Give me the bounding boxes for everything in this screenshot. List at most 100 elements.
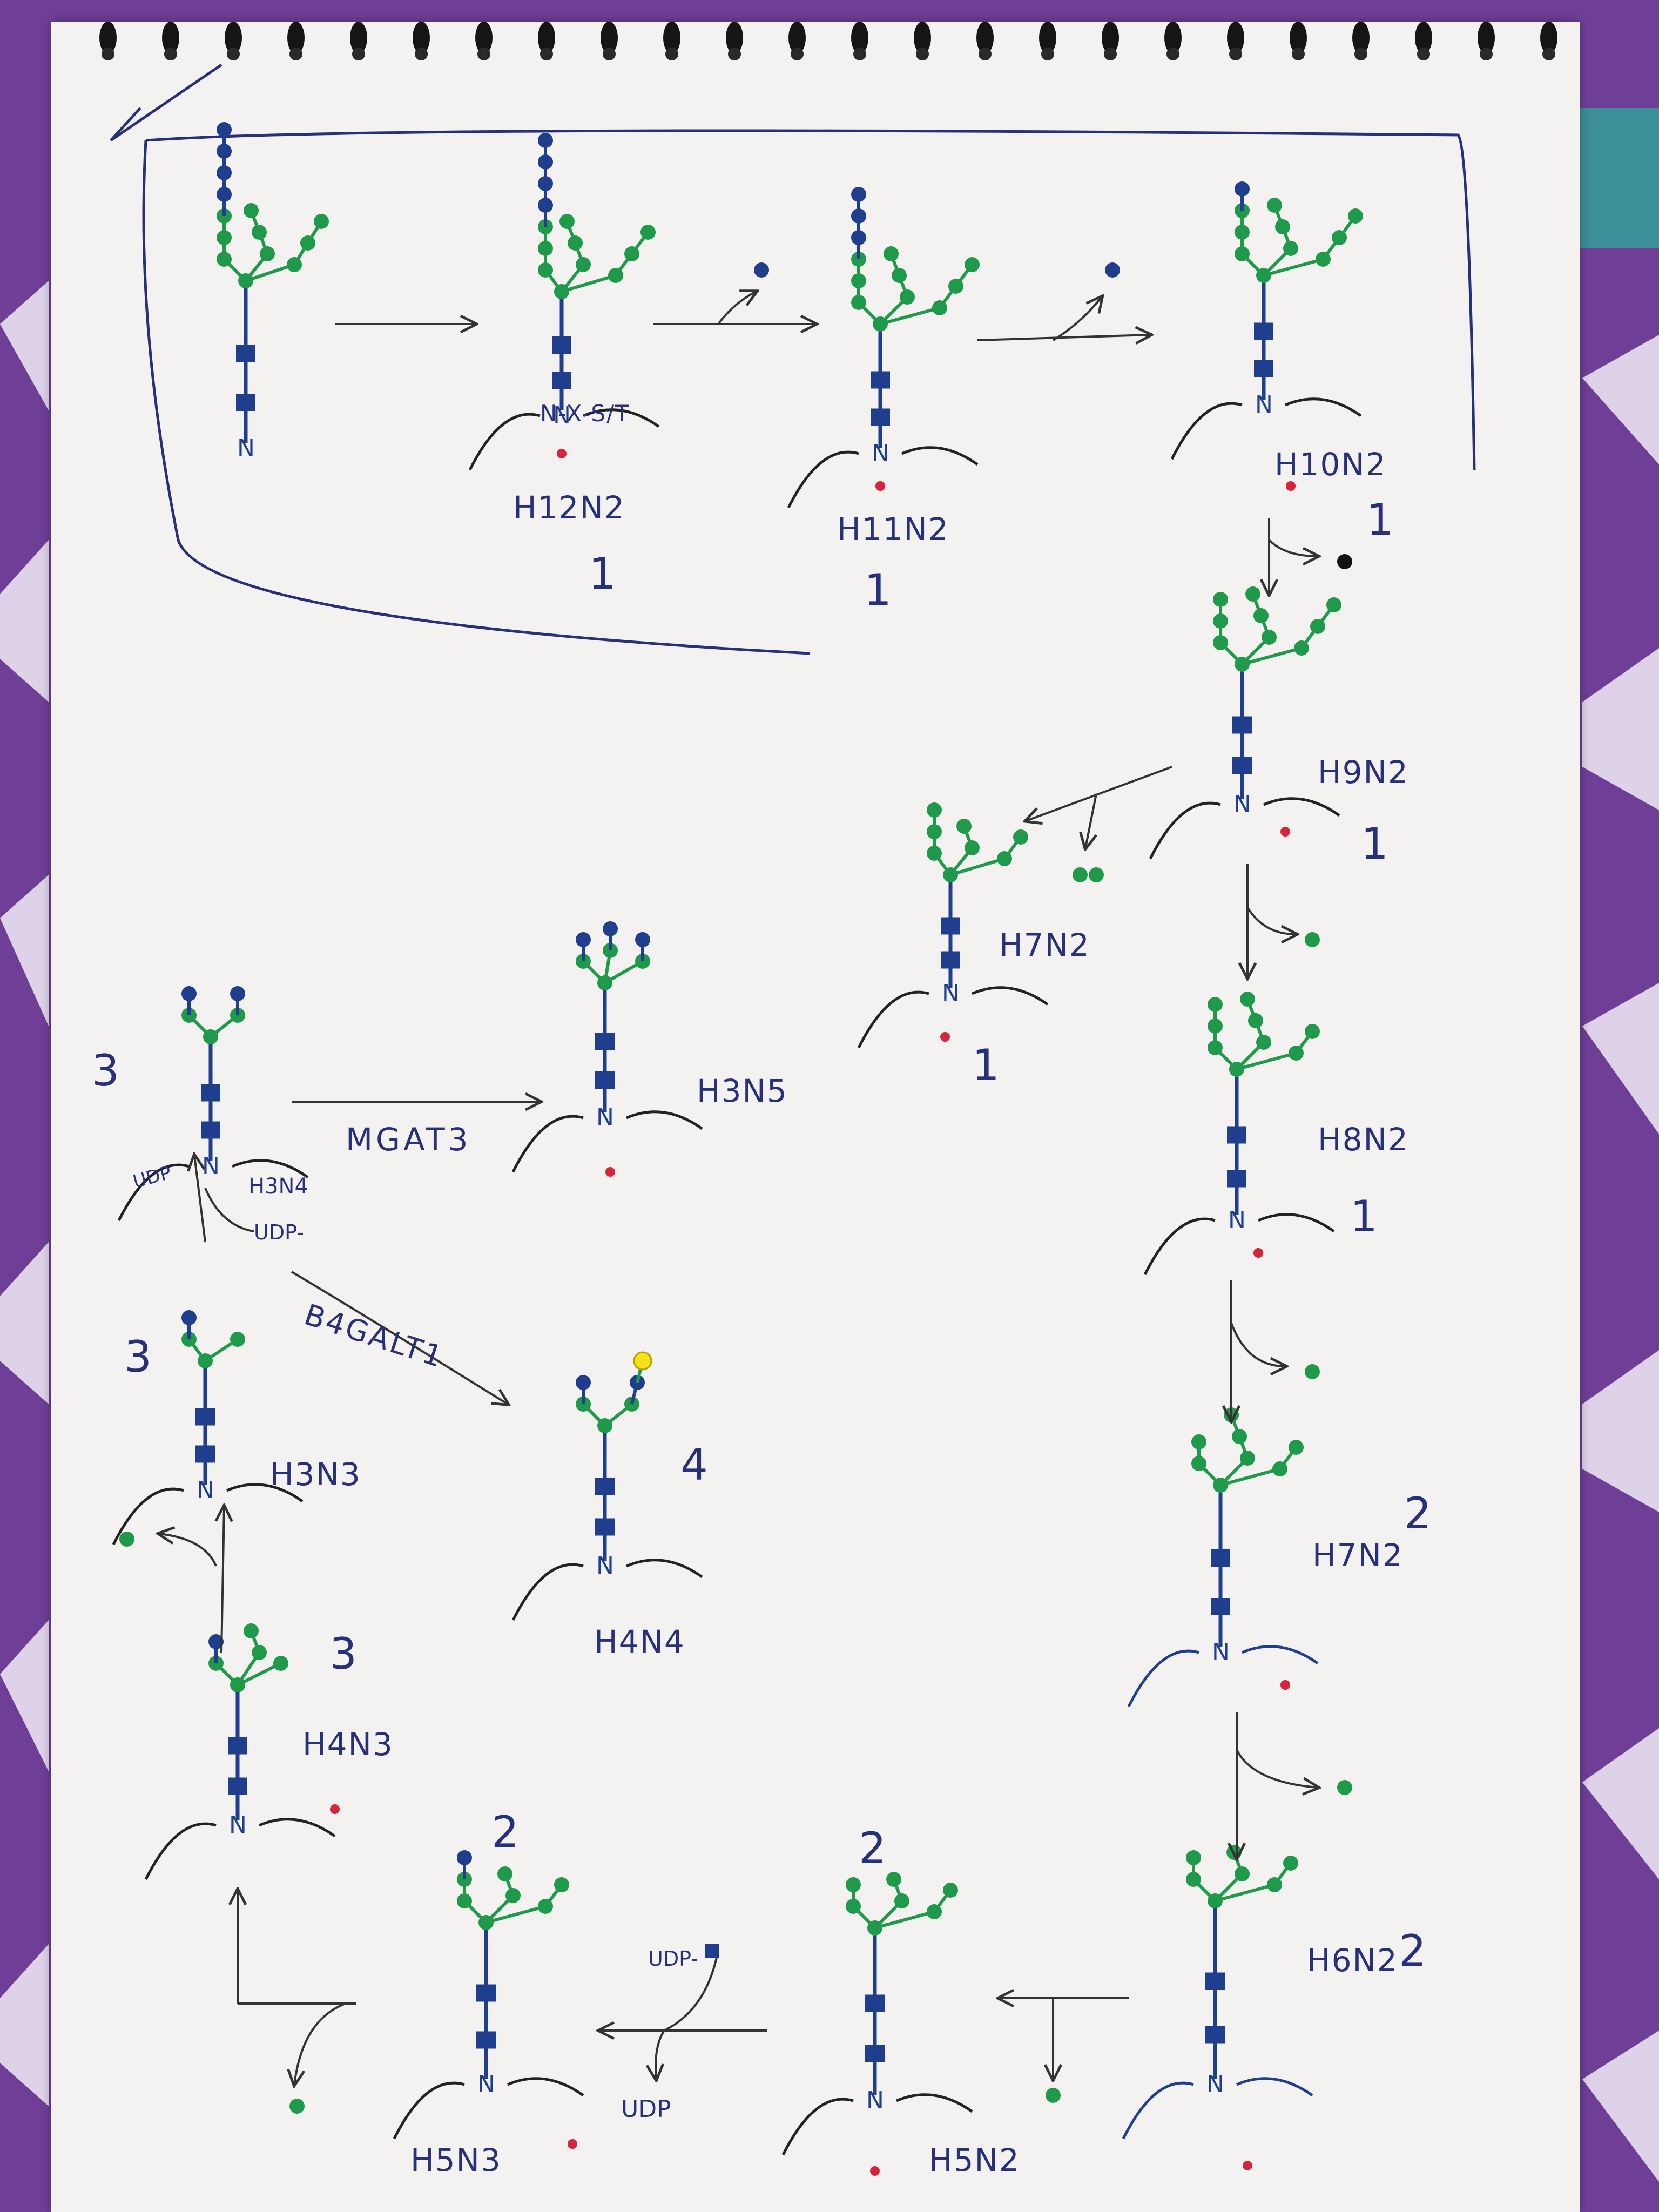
- released-monosaccharide: [1046, 2088, 1061, 2103]
- reducing-end-dot: [330, 1804, 340, 1814]
- glycan-h8n2: N: [1143, 992, 1335, 1276]
- stage-h4n3: 3: [329, 1629, 357, 1679]
- arrow-udp-curve: [204, 1188, 254, 1232]
- spiral-ring: [350, 22, 367, 54]
- released-monosaccharide: [119, 1532, 134, 1547]
- svg-text:N: N: [1255, 391, 1273, 419]
- spiral-ring: [1478, 22, 1495, 54]
- spiral-ring: [726, 22, 743, 54]
- spiral-hole: [1292, 48, 1305, 60]
- glycan-h6n2: N: [1122, 1845, 1313, 2140]
- stage-h9: 1: [1361, 819, 1388, 869]
- udp-glcnac-square: [705, 1944, 719, 1958]
- spiral-ring: [851, 22, 868, 54]
- stage-h4n4: 4: [680, 1440, 708, 1490]
- arrow-h8-h7-release: [1230, 1323, 1285, 1366]
- reducing-end-dot: [940, 1032, 950, 1042]
- spiral-ring: [1164, 22, 1182, 54]
- spiral-hole: [1354, 48, 1367, 60]
- label-h4n4: H4N4: [594, 1623, 685, 1660]
- arrow-h12-h11-release: [717, 292, 756, 325]
- released-monosaccharide: [289, 2099, 305, 2114]
- glycan-h5n2: N: [781, 1872, 973, 2156]
- stage-h11: 1: [864, 565, 892, 615]
- donor-udp-glcnac-in: UDP-: [648, 1947, 698, 1971]
- spiral-hole: [352, 48, 365, 60]
- label-sequon: N-X-S/T: [540, 400, 630, 427]
- spiral-ring: [1227, 22, 1244, 54]
- donor-udp-small: UDP: [131, 1162, 173, 1193]
- spiral-hole: [916, 48, 929, 60]
- arrow-udp-in: [656, 1949, 719, 2079]
- arrow-h11-h10: [977, 335, 1150, 340]
- released-monosaccharide: [1105, 262, 1120, 278]
- svg-text:N: N: [1228, 1206, 1246, 1234]
- glycan-h7n2-branch: N: [857, 802, 1049, 1049]
- reducing-end-dot: [1280, 1680, 1290, 1690]
- svg-text:N: N: [202, 1152, 220, 1180]
- label-h12n2: H12N2: [513, 489, 625, 526]
- corner-check: [110, 63, 222, 142]
- label-h11n2: H11N2: [837, 511, 949, 548]
- svg-text:N: N: [596, 1552, 614, 1580]
- svg-text:N: N: [872, 440, 889, 467]
- glycan-h4n3: N: [144, 1623, 336, 1880]
- stage-h7: 2: [1404, 1488, 1432, 1539]
- label-h7n2-branch: H7N2: [999, 927, 1090, 963]
- svg-text:N: N: [237, 434, 255, 462]
- spiral-hole: [1166, 48, 1179, 60]
- spiral-hole: [1417, 48, 1430, 60]
- glycan-h5n3: N: [393, 1850, 584, 2140]
- glycan-h9n2: N: [1149, 586, 1341, 860]
- glycan-h3n3: N: [112, 1310, 304, 1546]
- svg-text:N: N: [229, 1811, 247, 1839]
- label-h7n2: H7N2: [1312, 1537, 1404, 1574]
- released-monosaccharide: [754, 262, 769, 278]
- donor-udp-left-in: UDP-: [254, 1220, 304, 1244]
- label-h3n5: H3N5: [697, 1073, 788, 1109]
- svg-text:N: N: [1206, 2071, 1224, 2098]
- glycan-precursor-lipid: N: [217, 122, 329, 462]
- arrow-h7-h6-release: [1236, 1749, 1318, 1788]
- arrow-h9-h7b: [1026, 766, 1172, 821]
- released-monosaccharide: [1337, 1780, 1352, 1795]
- spiral-ring: [1039, 22, 1056, 54]
- arrow-h9-h8-release: [1246, 906, 1296, 934]
- svg-text:N: N: [1212, 1638, 1230, 1666]
- spiral-ring: [413, 22, 430, 54]
- arrow-h3n4-up: [194, 1156, 206, 1243]
- label-h3n4: H3N4: [248, 1174, 308, 1199]
- glycan-h10n2: N: [1170, 181, 1363, 460]
- svg-text:N: N: [942, 980, 960, 1007]
- released-monosaccharide: [1337, 554, 1352, 569]
- spiral-hole: [728, 48, 741, 60]
- spiral-ring: [225, 22, 242, 54]
- label-h5n2: H5N2: [929, 2142, 1020, 2179]
- label-h10n2: H10N2: [1274, 446, 1387, 483]
- spiral-ring: [976, 22, 994, 54]
- label-h6n2: H6N2: [1307, 1942, 1398, 1979]
- stage-h10: 1: [1366, 495, 1394, 545]
- svg-text:N: N: [477, 2071, 495, 2098]
- arrow-h4n3-h3n3-release: [159, 1534, 217, 1567]
- label-h4n3: H4N3: [302, 1726, 394, 1763]
- reducing-end-dot: [568, 2139, 577, 2149]
- stage-h6: 2: [1399, 1926, 1426, 1976]
- stage-h8: 1: [1350, 1191, 1378, 1242]
- spiral-hole: [540, 48, 553, 60]
- svg-text:N: N: [866, 2087, 884, 2114]
- spiral-hole: [415, 48, 428, 60]
- spiral-ring: [1102, 22, 1119, 54]
- spiral-ring: [1415, 22, 1432, 54]
- spiral-hole: [1229, 48, 1242, 60]
- reducing-end-dot: [557, 449, 567, 458]
- enzyme-b4galt1: B4GALT1: [300, 1297, 449, 1374]
- released-monosaccharide: [1089, 867, 1104, 882]
- released-monosaccharide: [1305, 932, 1320, 947]
- stage-h5n3: 2: [491, 1807, 519, 1857]
- arrow-b4galt1: [291, 1271, 508, 1404]
- spiral-hole: [164, 48, 177, 60]
- reaction-arrows: [159, 292, 1318, 2085]
- arrow-h9-h7b-release: [1085, 793, 1097, 848]
